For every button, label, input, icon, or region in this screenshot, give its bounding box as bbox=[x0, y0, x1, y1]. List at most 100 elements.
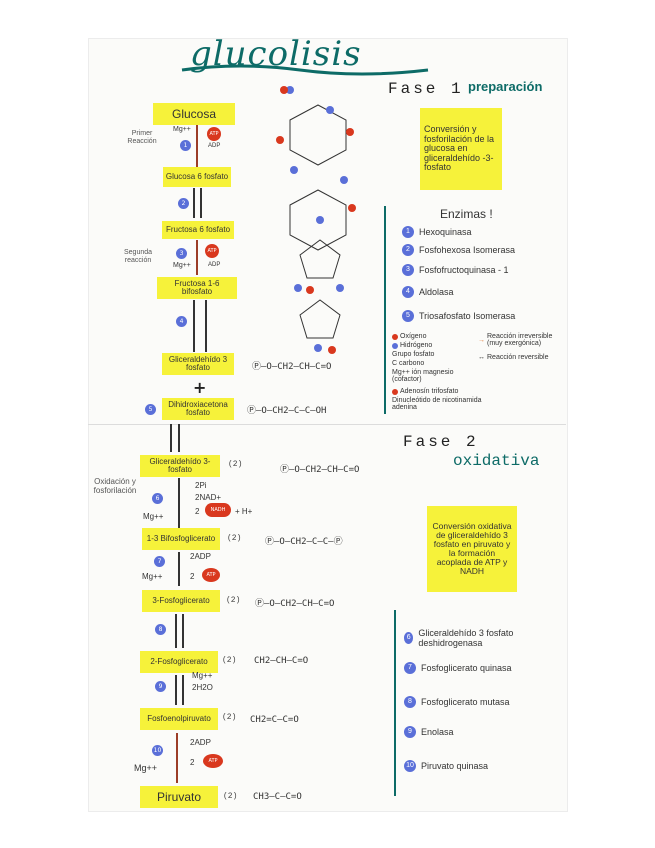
nadh-count: 2 bbox=[195, 507, 200, 516]
phase1-label: Fase 1 bbox=[388, 80, 464, 98]
legend-nad: Dinucleótido de nicotinamida adenina bbox=[392, 397, 492, 411]
plus-sign: + bbox=[193, 378, 207, 397]
legend-text: Reacción reversible bbox=[487, 354, 549, 361]
legend-text: Grupo fosfato bbox=[392, 351, 435, 358]
mg-7: Mg++ bbox=[142, 572, 163, 581]
enzyme-num: 3 bbox=[402, 264, 414, 276]
legend-carbono: C carbono bbox=[392, 360, 424, 367]
mult-3: (2) bbox=[226, 596, 241, 605]
double-arrow-icon: ↔ bbox=[478, 354, 485, 361]
formula-pir: CH3—C—C=O bbox=[253, 792, 302, 802]
enzyme-row-10: 10 Piruvato quinasa bbox=[404, 760, 488, 772]
box-bpg: 1-3 Bifosfoglicerato bbox=[142, 528, 220, 550]
mult-5: (2) bbox=[222, 713, 237, 722]
mg-10: Mg++ bbox=[134, 763, 158, 773]
mg-6: Mg++ bbox=[143, 512, 164, 521]
enzyme-bar-1 bbox=[384, 206, 386, 414]
mult-1: (2) bbox=[228, 460, 243, 469]
legend-grupo: Grupo fosfato bbox=[392, 351, 434, 358]
arrow-8b bbox=[182, 614, 184, 648]
arrow-4a bbox=[193, 300, 195, 352]
arrow-5b bbox=[178, 424, 180, 452]
legend-text: Dinucleótido de nicotinamida adenina bbox=[392, 397, 482, 411]
arrow-2b bbox=[200, 188, 202, 218]
box-glucosa: Glucosa bbox=[153, 103, 235, 125]
enzyme-6-icon: 6 bbox=[152, 493, 163, 504]
pi-6: 2Pi bbox=[195, 481, 207, 490]
phase1-molecule-sketches bbox=[276, 86, 356, 354]
enzyme-name: Triosafosfato Isomerasa bbox=[419, 311, 516, 321]
enzyme-row-7: 7 Fosfoglicerato quinasa bbox=[404, 662, 512, 674]
enzyme-num: 4 bbox=[402, 286, 414, 298]
enzyme-row-3: 3 Fosfofructoquinasa - 1 bbox=[402, 264, 509, 276]
enzyme-name: Enolasa bbox=[421, 727, 454, 737]
h2o-9: 2H2O bbox=[192, 683, 213, 692]
legend-text: Oxígeno bbox=[400, 333, 427, 340]
enzyme-name: Fosfofructoquinasa - 1 bbox=[419, 265, 509, 275]
legend-text: Mg++ ión magnesio (cofactor) bbox=[392, 369, 454, 383]
enzyme-7-icon: 7 bbox=[154, 556, 165, 567]
arrow-3 bbox=[196, 240, 198, 275]
formula-bpg: Ⓟ—O—CH2—C—C—Ⓟ bbox=[265, 537, 343, 547]
side-ox: Oxidación y fosforilación bbox=[93, 477, 137, 495]
orange-arrow-icon: → bbox=[478, 336, 485, 344]
arrow-4b bbox=[205, 300, 207, 352]
title-underline bbox=[181, 64, 429, 76]
hplus: + H+ bbox=[235, 507, 253, 516]
box-pg2: 2-Fosfoglicerato bbox=[140, 651, 218, 673]
legend-text: Hidrógeno bbox=[400, 342, 433, 349]
atp-badge-1: ATP bbox=[207, 127, 221, 141]
enzyme-num: 8 bbox=[404, 696, 416, 708]
enzyme-10-icon: 10 bbox=[152, 745, 163, 756]
adp-1: ADP bbox=[208, 143, 221, 149]
enzyme-row-1: 1 Hexoquinasa bbox=[402, 226, 472, 238]
atp-dot-icon bbox=[392, 388, 398, 395]
atp-badge-10: ATP bbox=[203, 754, 223, 768]
legend-text: C carbono bbox=[392, 360, 425, 367]
enzyme-num: 1 bbox=[402, 226, 414, 238]
arrow-6 bbox=[178, 478, 180, 528]
box-pep: Fosfoenolpiruvato bbox=[140, 708, 218, 730]
enzyme-2-icon: 2 bbox=[178, 198, 189, 209]
nadh-badge: NADH bbox=[205, 503, 231, 517]
atp-count-10: 2 bbox=[190, 758, 195, 767]
formula-dhap: Ⓟ—O—CH2—C—C—OH bbox=[247, 406, 327, 416]
red-dot-icon bbox=[392, 333, 398, 340]
atp-count-7: 2 bbox=[190, 572, 195, 581]
enzyme-name: Fosfoglicerato quinasa bbox=[421, 663, 512, 673]
enzyme-name: Gliceraldehído 3 fosfato deshidrogenasa bbox=[418, 628, 514, 648]
enzyme-5-icon: 5 bbox=[145, 404, 156, 415]
enzyme-num: 10 bbox=[404, 760, 416, 772]
mult-6: (2) bbox=[223, 792, 238, 801]
side-r2: Segunda reacción bbox=[123, 249, 153, 264]
mult-4: (2) bbox=[222, 656, 237, 665]
enzyme-8-icon: 8 bbox=[155, 624, 166, 635]
legend-irrev: →Reacción irreversible (muy exergónica) bbox=[478, 333, 558, 347]
phase2-label: Fase 2 bbox=[403, 433, 479, 451]
enzyme-name: Fosfohexosa Isomerasa bbox=[419, 245, 516, 255]
box-f6p: Fructosa 6 fosfato bbox=[162, 221, 234, 239]
page-divider bbox=[88, 424, 566, 425]
enzymes-title: Enzimas ! bbox=[440, 207, 493, 221]
legend-atp: Adenosín trifosfato bbox=[392, 388, 458, 395]
box-g3p: Gliceraldehído 3 fosfato bbox=[162, 353, 234, 375]
enzyme-1-icon: 1 bbox=[180, 140, 191, 151]
adp-7: 2ADP bbox=[190, 552, 211, 561]
note-phase1: Conversión y fosforilación de la glucosa… bbox=[420, 108, 502, 190]
formula-g3p2: Ⓟ—O—CH2—CH—C=O bbox=[280, 465, 360, 475]
phase1-sub: preparación bbox=[468, 79, 543, 94]
enzyme-row-4: 4 Aldolasa bbox=[402, 286, 454, 298]
side-r1: Primer Reacción bbox=[127, 130, 157, 145]
box-g3p2: Gliceraldehído 3-fosfato bbox=[140, 455, 220, 477]
legend-oxigeno: Oxígeno bbox=[392, 333, 426, 340]
enzyme-name: Hexoquinasa bbox=[419, 227, 472, 237]
formula-pep: CH2=C—C=O bbox=[250, 715, 299, 725]
enzyme-name: Piruvato quinasa bbox=[421, 761, 489, 771]
enzyme-num: 7 bbox=[404, 662, 416, 674]
enzyme-name: Aldolasa bbox=[419, 287, 454, 297]
mg-2: Mg++ bbox=[173, 262, 191, 269]
arrow-5a bbox=[170, 424, 172, 452]
